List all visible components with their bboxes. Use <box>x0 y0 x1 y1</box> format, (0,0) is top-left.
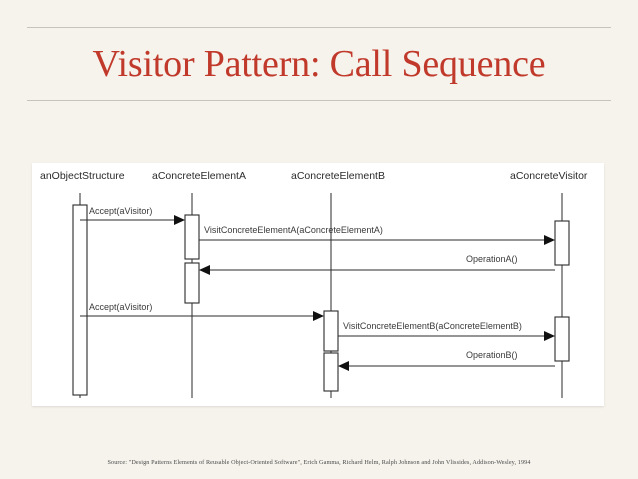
message-visit-a: VisitConcreteElementA(aConcreteElementA) <box>199 225 555 245</box>
lifeline-label-objectstructure: anObjectStructure <box>40 170 125 182</box>
message-operation-b: OperationB() <box>338 350 555 371</box>
activation-objectstructure <box>72 204 88 396</box>
message-label-visit-b: VisitConcreteElementB(aConcreteElementB) <box>343 321 522 331</box>
message-accept-a: Accept(aVisitor) <box>80 206 185 225</box>
message-label-operation-a: OperationA() <box>466 254 518 264</box>
lifeline-label-visitor: aConcreteVisitor <box>510 170 588 182</box>
lifeline-label-elementb: aConcreteElementB <box>291 170 385 182</box>
page-title: Visitor Pattern: Call Sequence <box>92 43 546 85</box>
arrow-head-visit-a <box>544 235 555 245</box>
arrow-head-visit-b <box>544 331 555 341</box>
message-label-accept-b: Accept(aVisitor) <box>89 302 152 312</box>
title-rule-bottom <box>27 100 611 101</box>
activation-elementb-2 <box>323 352 339 392</box>
source-citation: Source: "Design Patterns Elements of Reu… <box>107 459 531 466</box>
arrow-head-operation-a <box>199 265 210 275</box>
message-visit-b: VisitConcreteElementB(aConcreteElementB) <box>338 321 555 341</box>
arrow-head-accept-b <box>313 311 324 321</box>
activation-elementa-1 <box>184 214 200 260</box>
title-rule-top <box>27 27 611 28</box>
activation-elementa-2 <box>184 262 200 304</box>
sequence-diagram-panel: anObjectStructure aConcreteElementA aCon… <box>32 163 604 406</box>
message-label-operation-b: OperationB() <box>466 350 518 360</box>
message-label-visit-a: VisitConcreteElementA(aConcreteElementA) <box>204 225 383 235</box>
message-accept-b: Accept(aVisitor) <box>80 302 324 321</box>
message-label-accept-a: Accept(aVisitor) <box>89 206 152 216</box>
arrow-head-accept-a <box>174 215 185 225</box>
activation-visitor-1 <box>554 220 570 266</box>
activation-elementb-1 <box>323 310 339 352</box>
arrow-head-operation-b <box>338 361 349 371</box>
lifeline-label-elementa: aConcreteElementA <box>152 170 246 182</box>
message-operation-a: OperationA() <box>199 254 555 275</box>
sequence-diagram-svg: anObjectStructure aConcreteElementA aCon… <box>40 170 588 398</box>
activation-visitor-2 <box>554 316 570 362</box>
